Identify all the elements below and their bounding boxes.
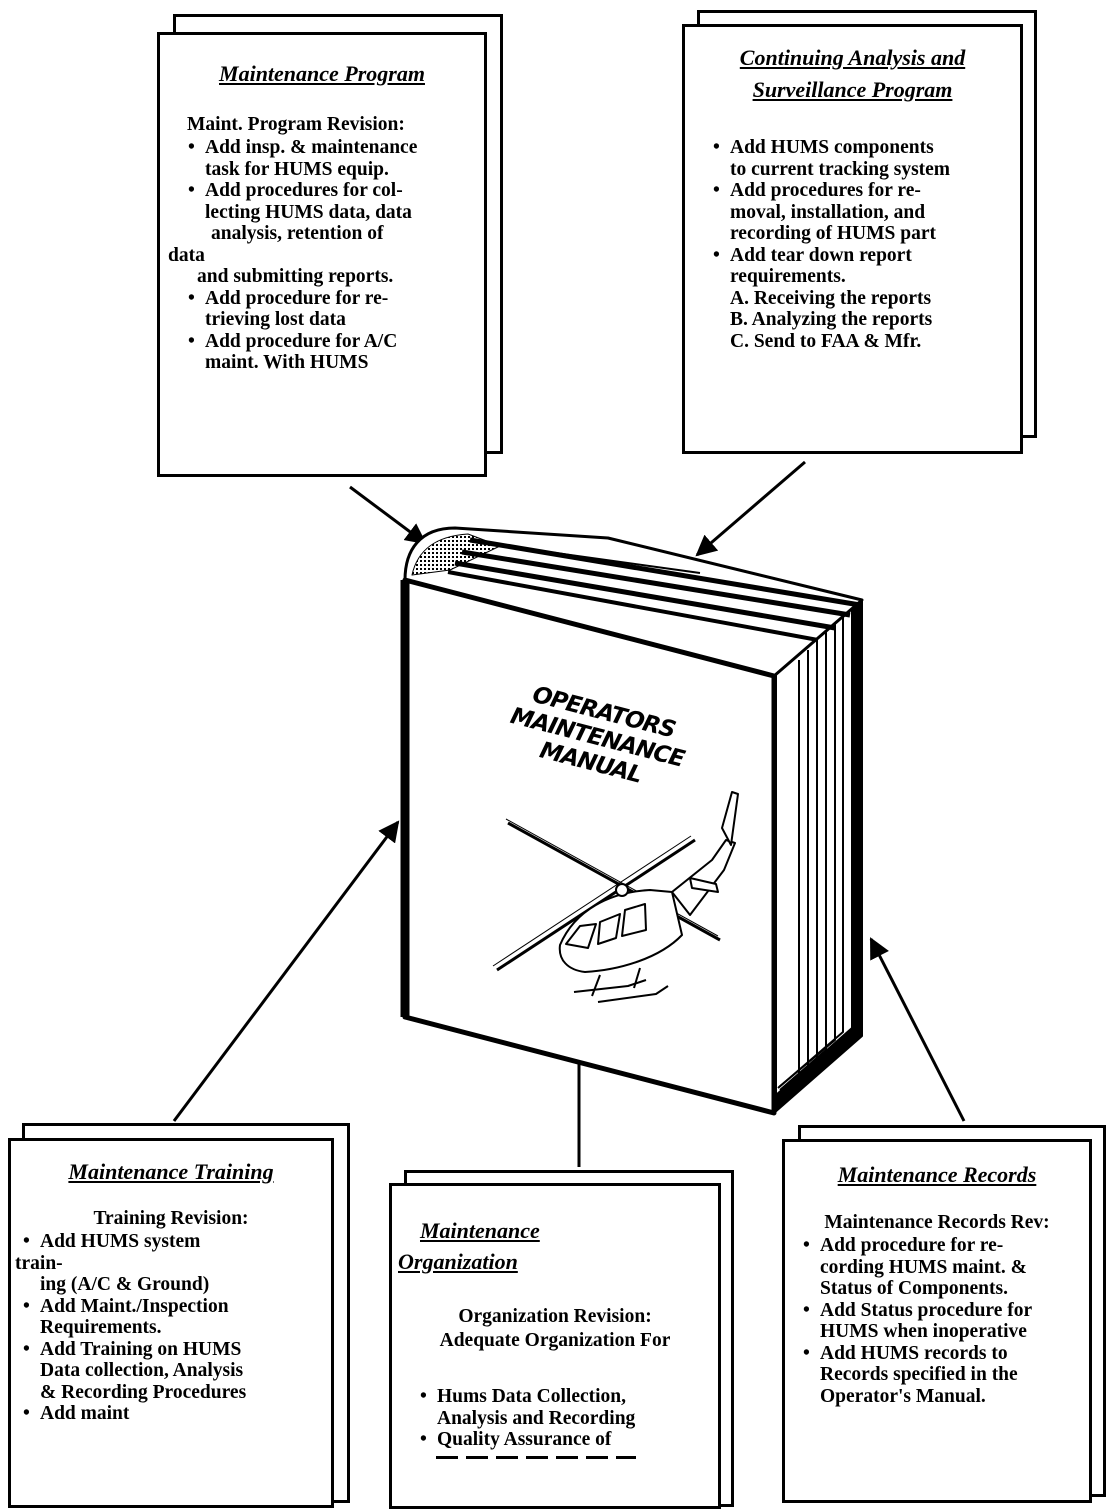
list-line: Operator's Manual. <box>820 1385 986 1407</box>
list-line: cording HUMS maint. & <box>820 1256 1027 1278</box>
list-line: Add procedure for A/C <box>205 330 398 352</box>
list-line: HUMS when inoperative <box>820 1321 1027 1342</box>
maintenance-training-subtitle: Training Revision: <box>93 1208 249 1229</box>
helicopter-icon <box>492 791 739 1003</box>
maintenance-program-list: Add insp. & maintenance task for HUMS eq… <box>168 137 484 374</box>
list-line: Add procedures for col- <box>205 180 403 201</box>
casp-box: Continuing Analysis and Surveillance Pro… <box>682 24 1023 454</box>
list-line: C. Send to FAA & Mfr. <box>730 330 922 352</box>
list-line: task for HUMS equip. <box>205 158 389 180</box>
list-item: Add Training on HUMS Data collection, An… <box>19 1338 331 1404</box>
list-line: train- <box>15 1252 63 1274</box>
operators-manual-book <box>400 526 864 1116</box>
list-line: analysis, retention of <box>211 223 384 244</box>
maintenance-training-title: Maintenance Training <box>68 1159 274 1184</box>
casp-sub-items: A. Receiving the reports B. Analyzing th… <box>709 287 1020 353</box>
list-line: Add Status procedure for <box>820 1299 1033 1321</box>
list-item: Add HUMS components to current tracking … <box>709 137 1020 180</box>
maintenance-records-box: Maintenance Records Maintenance Records … <box>782 1139 1092 1503</box>
list-line: Status of Components. <box>820 1278 1008 1299</box>
list-item: Add procedure for re- trieving lost data <box>184 287 484 331</box>
list-line: B. Analyzing the reports <box>730 309 933 330</box>
maintenance-program-box: Maintenance Program Maint. Program Revis… <box>157 32 487 477</box>
list-line: Requirements. <box>40 1317 162 1338</box>
list-line: Add HUMS system <box>40 1231 201 1252</box>
list-line: Add procedure for re- <box>820 1235 1004 1256</box>
list-line: Add HUMS components <box>730 137 934 158</box>
list-line: A. Receiving the reports <box>730 287 932 309</box>
list-line: Add tear down report <box>730 244 912 266</box>
list-item: Add tear down report requirements. <box>709 244 1020 288</box>
list-item: Quality Assurance of <box>416 1429 718 1451</box>
list-line: & Recording Procedures <box>40 1381 247 1403</box>
maintenance-organization-title-line2: Organization <box>398 1249 518 1274</box>
maintenance-records-title: Maintenance Records <box>837 1162 1037 1187</box>
casp-title-line1: Continuing Analysis and <box>739 45 966 70</box>
list-line: lecting HUMS data, data <box>205 201 412 223</box>
arrow-records-to-manual <box>869 937 966 1122</box>
list-item: Add HUMS records to Records specified in… <box>799 1342 1089 1408</box>
list-line: data <box>168 244 205 266</box>
list-item: Add procedure for re- cording HUMS maint… <box>799 1235 1089 1300</box>
list-item: Add procedure for A/C maint. With HUMS <box>184 330 484 374</box>
list-line: moval, installation, and <box>730 201 926 223</box>
list-line: Add insp. & maintenance <box>205 137 418 158</box>
arrow-training-to-manual <box>172 820 400 1122</box>
list-item: Add procedures for re- moval, installati… <box>709 180 1020 245</box>
list-line: recording of HUMS part <box>730 223 936 244</box>
list-line: Analysis and Recording <box>437 1407 636 1429</box>
maintenance-training-list: Add HUMS system train- ing (A/C & Ground… <box>15 1231 331 1425</box>
list-line: Add procedures for re- <box>730 180 921 201</box>
maintenance-program-subtitle: Maint. Program Revision: <box>187 114 405 135</box>
list-line: Data collection, Analysis <box>40 1360 244 1381</box>
list-line: trieving lost data <box>205 309 346 330</box>
maintenance-organization-subtitle-line1: Organization Revision: <box>458 1306 652 1327</box>
maintenance-records-subtitle: Maintenance Records Rev: <box>824 1212 1050 1233</box>
list-line: requirements. <box>730 266 846 287</box>
maintenance-organization-title-line1: Maintenance <box>420 1218 540 1243</box>
maintenance-organization-subtitle-line2: Adequate Organization For <box>439 1330 671 1351</box>
maintenance-training-box: Maintenance Training Training Revision: … <box>8 1138 334 1508</box>
arrow-casp-to-manual <box>695 460 806 557</box>
arrow-program-to-manual <box>349 485 427 545</box>
maintenance-organization-box: Maintenance Organization Organization Re… <box>389 1183 721 1509</box>
maintenance-program-title: Maintenance Program <box>219 61 425 86</box>
list-line: ing (A/C & Ground) <box>40 1274 210 1295</box>
list-item: Add insp. & maintenance task for HUMS eq… <box>184 137 484 180</box>
list-line: Add procedure for re- <box>205 287 389 309</box>
list-line: and submitting reports. <box>197 266 394 287</box>
list-line: Quality Assurance of <box>437 1429 612 1450</box>
list-line: Records specified in the <box>820 1364 1018 1385</box>
casp-list: Add HUMS components to current tracking … <box>709 137 1020 353</box>
maintenance-records-list: Add procedure for re- cording HUMS maint… <box>799 1235 1089 1408</box>
list-item: Hums Data Collection, Analysis and Recor… <box>416 1386 718 1429</box>
list-line: Add Maint./Inspection <box>40 1295 229 1317</box>
list-line: Add HUMS records to <box>820 1342 1008 1364</box>
list-item: Add procedures for col- lecting HUMS dat… <box>184 180 484 245</box>
list-line: to current tracking system <box>730 158 951 180</box>
list-item: Add Maint./Inspection Requirements. <box>19 1295 331 1339</box>
list-line: Hums Data Collection, <box>437 1386 627 1407</box>
list-line: Add Training on HUMS <box>40 1338 242 1360</box>
cropped-text-remnant <box>436 1456 636 1459</box>
casp-title-line2: Surveillance Program <box>752 77 953 102</box>
list-line: maint. With HUMS <box>205 352 369 373</box>
list-item: Add maint <box>19 1403 331 1425</box>
list-line: Add maint <box>40 1403 130 1424</box>
list-item: Add Status procedure for HUMS when inope… <box>799 1299 1089 1343</box>
maintenance-organization-list: Hums Data Collection, Analysis and Recor… <box>416 1386 718 1451</box>
list-item: Add HUMS system <box>19 1231 331 1253</box>
